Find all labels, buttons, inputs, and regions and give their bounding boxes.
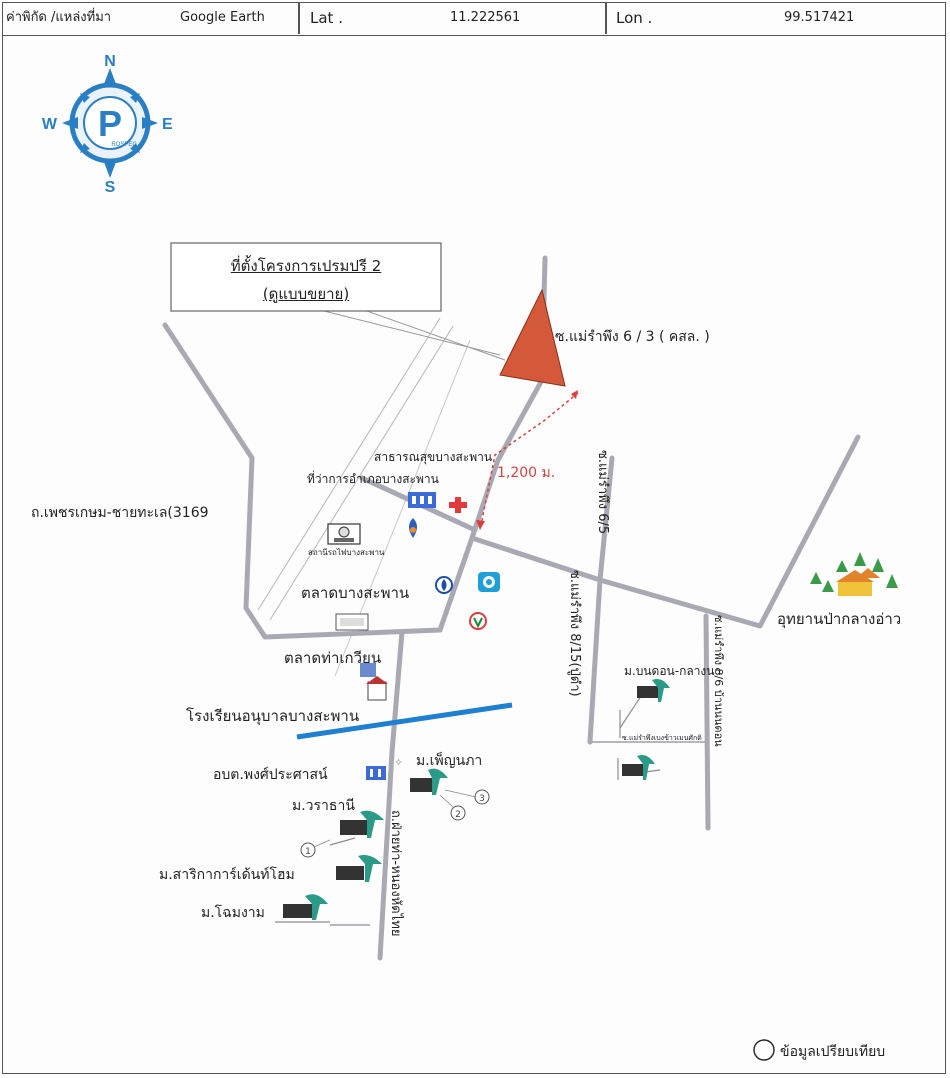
village-icon xyxy=(622,755,655,780)
label-m-bondon: ม.บนดอน-กลางนา xyxy=(624,664,722,678)
distance-arrow xyxy=(479,392,579,531)
label-health: สาธารณสุขบางสะพาน xyxy=(374,450,493,464)
number-2: 2 xyxy=(455,810,461,820)
label-distance: 1,200 ม. xyxy=(497,465,556,481)
compass-e: E xyxy=(162,116,173,133)
bank-icon xyxy=(478,572,500,592)
label-m-chom: ม.โฉมงาม xyxy=(201,905,265,921)
label-highway: ถ.เพชรเกษม-ชายทะเล(3169 xyxy=(31,505,209,521)
label-market-tk: ตลาดท่าเกวียน xyxy=(284,649,382,667)
header-divider xyxy=(298,2,300,34)
label-soi-815: ซ.แม่รำพึง 8/15(ปู่ดำ) xyxy=(567,570,582,697)
market-tk-icon xyxy=(360,663,388,701)
source-value: Google Earth xyxy=(180,10,265,25)
svg-text:ROSPEC: ROSPEC xyxy=(111,142,137,148)
village-icon xyxy=(336,855,382,882)
compass-icon: P ROSPEC N S W E xyxy=(42,53,173,196)
header-divider xyxy=(605,2,607,34)
label-obt: อบต.พงศ์ประศาสน์ xyxy=(213,767,328,783)
label-school: โรงเรียนอนุบาลบางสะพาน xyxy=(186,707,360,725)
village-icon xyxy=(410,768,448,795)
obt-icon xyxy=(366,766,386,780)
project-title: ที่ตั้งโครงการเปรมปรี 2 xyxy=(230,257,382,275)
lat-value: 11.222561 xyxy=(450,10,521,25)
school-road xyxy=(296,702,513,740)
label-m-phiyn: ม.เพ็ญนภา xyxy=(416,753,483,769)
lon-value: 99.517421 xyxy=(784,10,855,25)
village-icon xyxy=(283,894,328,920)
label-m-wara: ม.วราธานี xyxy=(292,798,355,814)
park-icon xyxy=(810,552,898,596)
project-box xyxy=(170,242,442,312)
kbank-icon xyxy=(469,612,487,630)
coord-source-label: ค่าพิกัด /แหล่งที่มา xyxy=(6,10,112,25)
header-bar: ค่าพิกัด /แหล่งที่มา Google Earth Lat . … xyxy=(2,2,946,36)
project-site xyxy=(499,288,566,387)
lat-label: Lat . xyxy=(310,9,343,27)
train-station-icon xyxy=(327,523,361,545)
label-station: สถานีรถไฟบางสะพาน xyxy=(308,548,385,557)
hospital-icon xyxy=(449,495,467,513)
label-soi-small: ซ.แม่รำพึงเบงข้าวเมนศักดิ xyxy=(622,734,702,742)
compass-s: S xyxy=(105,179,116,196)
label-park: อุทยานป่ากลางอ่าว xyxy=(777,610,902,628)
building-icon xyxy=(408,492,436,508)
legend-circle-icon xyxy=(753,1039,775,1061)
compass-w: W xyxy=(42,116,58,133)
lon-label: Lon . xyxy=(616,9,653,27)
project-subtitle: (ดูแบบขยาย) xyxy=(262,285,350,303)
village-icon xyxy=(340,810,384,838)
village-icon xyxy=(637,679,670,702)
number-3: 3 xyxy=(479,794,485,804)
label-road-thaiphong: ถ.ฝ่ายท่า-หนองหัดไทย xyxy=(388,810,403,937)
svg-text:✧: ✧ xyxy=(394,756,403,769)
compass-n: N xyxy=(104,53,116,70)
svg-text:P: P xyxy=(98,103,122,144)
label-m-sarika: ม.สาริกาการ์เด้นท์โฮม xyxy=(159,867,295,883)
legend-label: ข้อมูลเปรียบเทียบ xyxy=(780,1044,886,1060)
gas-station-icon xyxy=(409,518,417,538)
number-1: 1 xyxy=(305,847,311,857)
market-icon xyxy=(335,613,369,631)
ptt-icon xyxy=(435,576,453,594)
label-soi-main: ซ.แม่รำพึง 6 / 3 ( คสล. ) xyxy=(555,329,710,345)
label-soi-86: ซ.แม่รำพึง 8/6 บ้านนนดอน xyxy=(712,615,725,747)
label-soi-65: ซ.แม่รำพึง 6/5 xyxy=(595,450,610,535)
label-market-bs: ตลาดบางสะพาน xyxy=(301,584,410,602)
label-district-office: ที่ว่าการอำเภอบางสะพาน xyxy=(307,472,439,486)
